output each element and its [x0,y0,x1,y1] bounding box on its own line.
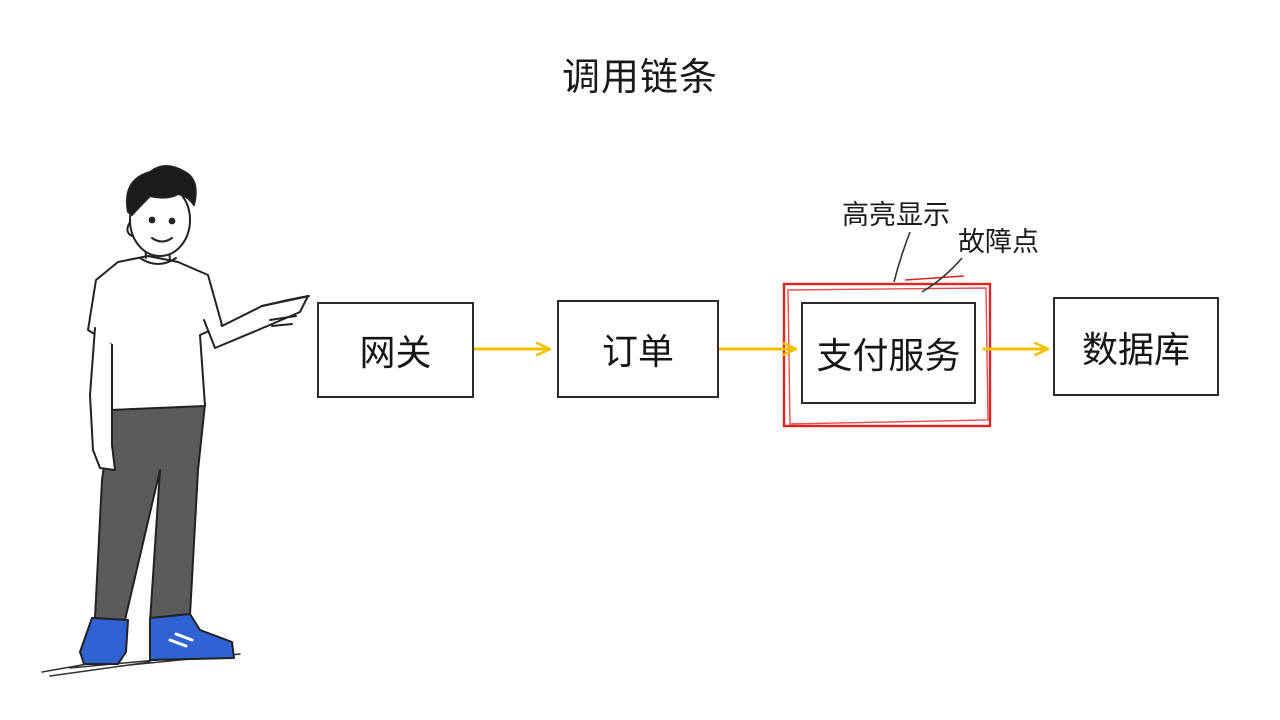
left-shoe [79,617,129,665]
annotation-highlight: 高亮显示 [842,200,950,231]
leader-fault [921,257,963,293]
right-shoe [149,613,235,661]
node-payment[interactable]: 支付服务 [801,302,976,404]
node-order-label: 订单 [601,332,674,373]
annotation-leaders [893,231,963,293]
ground-shadow [41,653,241,677]
node-database-label: 数据库 [1081,329,1190,371]
pants [94,403,206,623]
node-database[interactable]: 数据库 [1053,297,1219,396]
pointing-hand [261,295,310,327]
annotation-fault-point: 故障点 [958,227,1039,258]
person-illustration [41,165,310,677]
node-gateway[interactable]: 网关 [317,302,474,398]
node-order[interactable]: 订单 [557,300,719,398]
hair [126,165,197,216]
t-shirt [87,255,223,411]
leader-highlight [893,231,911,283]
node-gateway-label: 网关 [359,333,432,374]
node-payment-label: 支付服务 [816,336,961,377]
left-arm [89,327,116,471]
diagram-title: 调用链条 [561,55,718,99]
